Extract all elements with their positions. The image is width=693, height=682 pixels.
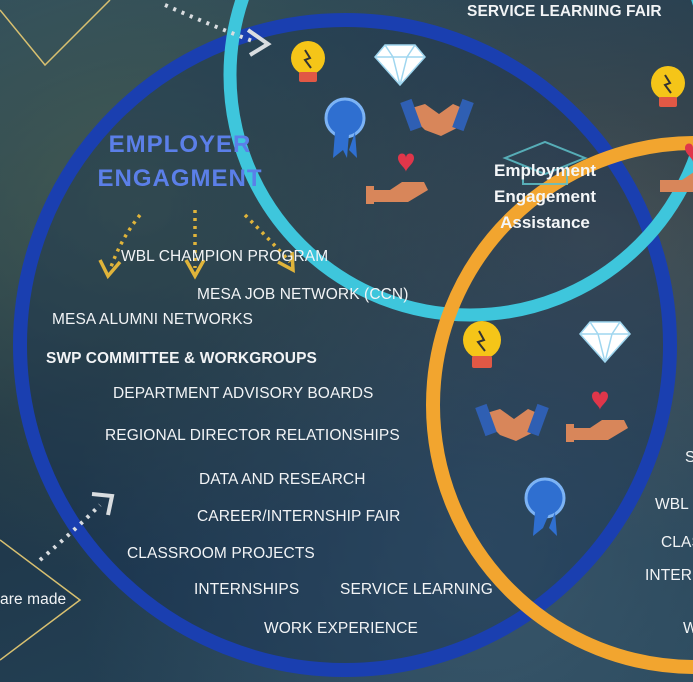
- list-item: SWP COMMITTEE & WORKGROUPS: [46, 350, 317, 367]
- dotted-arrows: [38, 3, 256, 562]
- list-item: INTERNSHIPS: [194, 581, 300, 598]
- right-partial-item: WBL (: [655, 496, 693, 513]
- blue-ring: [13, 13, 677, 677]
- list-item: DEPARTMENT ADVISORY BOARDS: [113, 385, 374, 402]
- cyan-ring: [223, 0, 693, 322]
- right-partial-item: W: [683, 620, 693, 637]
- section-title-line2: ENGAGMENT: [97, 165, 263, 192]
- list-item: DATA AND RESEARCH: [199, 471, 366, 488]
- award-ribbon-icon: [524, 477, 566, 536]
- left-diamond-frame-top: [0, 0, 111, 67]
- center-title-line3: Assistance: [500, 213, 590, 232]
- list-item: CLASSROOM PROJECTS: [127, 545, 315, 562]
- heart-hand-icon: [660, 143, 693, 192]
- top-label: SERVICE LEARNING FAIR: [467, 3, 662, 20]
- lightbulb-icon: [291, 41, 325, 82]
- diamond-icon: [579, 321, 631, 364]
- orange-ring: [426, 136, 693, 674]
- graduation-cap-icon: [502, 140, 588, 185]
- section-title-line1: EMPLOYER: [108, 131, 252, 158]
- left-diamond-frame-bottom: [0, 539, 82, 661]
- award-ribbon-icon: [324, 97, 366, 158]
- list-item: SERVICE LEARNING: [340, 581, 493, 598]
- section-title: EMPLOYER ENGAGMENT: [80, 128, 280, 196]
- list-item: REGIONAL DIRECTOR RELATIONSHIPS: [105, 427, 400, 444]
- lightbulb-icon: [463, 321, 501, 368]
- lightbulb-icon: [651, 66, 685, 107]
- center-title: Employment Engagement Assistance: [470, 158, 620, 236]
- left-partial-label: are made: [0, 591, 67, 608]
- center-title-line1: Employment: [493, 161, 597, 180]
- center-title-line2: Engagement: [493, 187, 597, 206]
- heart-hand-icon: [566, 391, 628, 442]
- list-item: MESA JOB NETWORK (CCN): [197, 286, 409, 303]
- right-partial-item: CLAS: [661, 534, 693, 551]
- handshake-icon: [475, 403, 549, 441]
- list-item: WBL CHAMPION PROGRAM: [121, 248, 329, 265]
- right-partial-item: INTERN: [645, 567, 693, 584]
- list-item: WORK EXPERIENCE: [264, 620, 418, 637]
- list-item: MESA ALUMNI NETWORKS: [52, 311, 253, 328]
- heart-hand-icon: [366, 153, 428, 204]
- handshake-icon: [400, 98, 474, 136]
- list-item: CAREER/INTERNSHIP FAIR: [197, 508, 401, 525]
- diamond-icon: [374, 44, 426, 87]
- right-partial-item: S: [685, 449, 693, 466]
